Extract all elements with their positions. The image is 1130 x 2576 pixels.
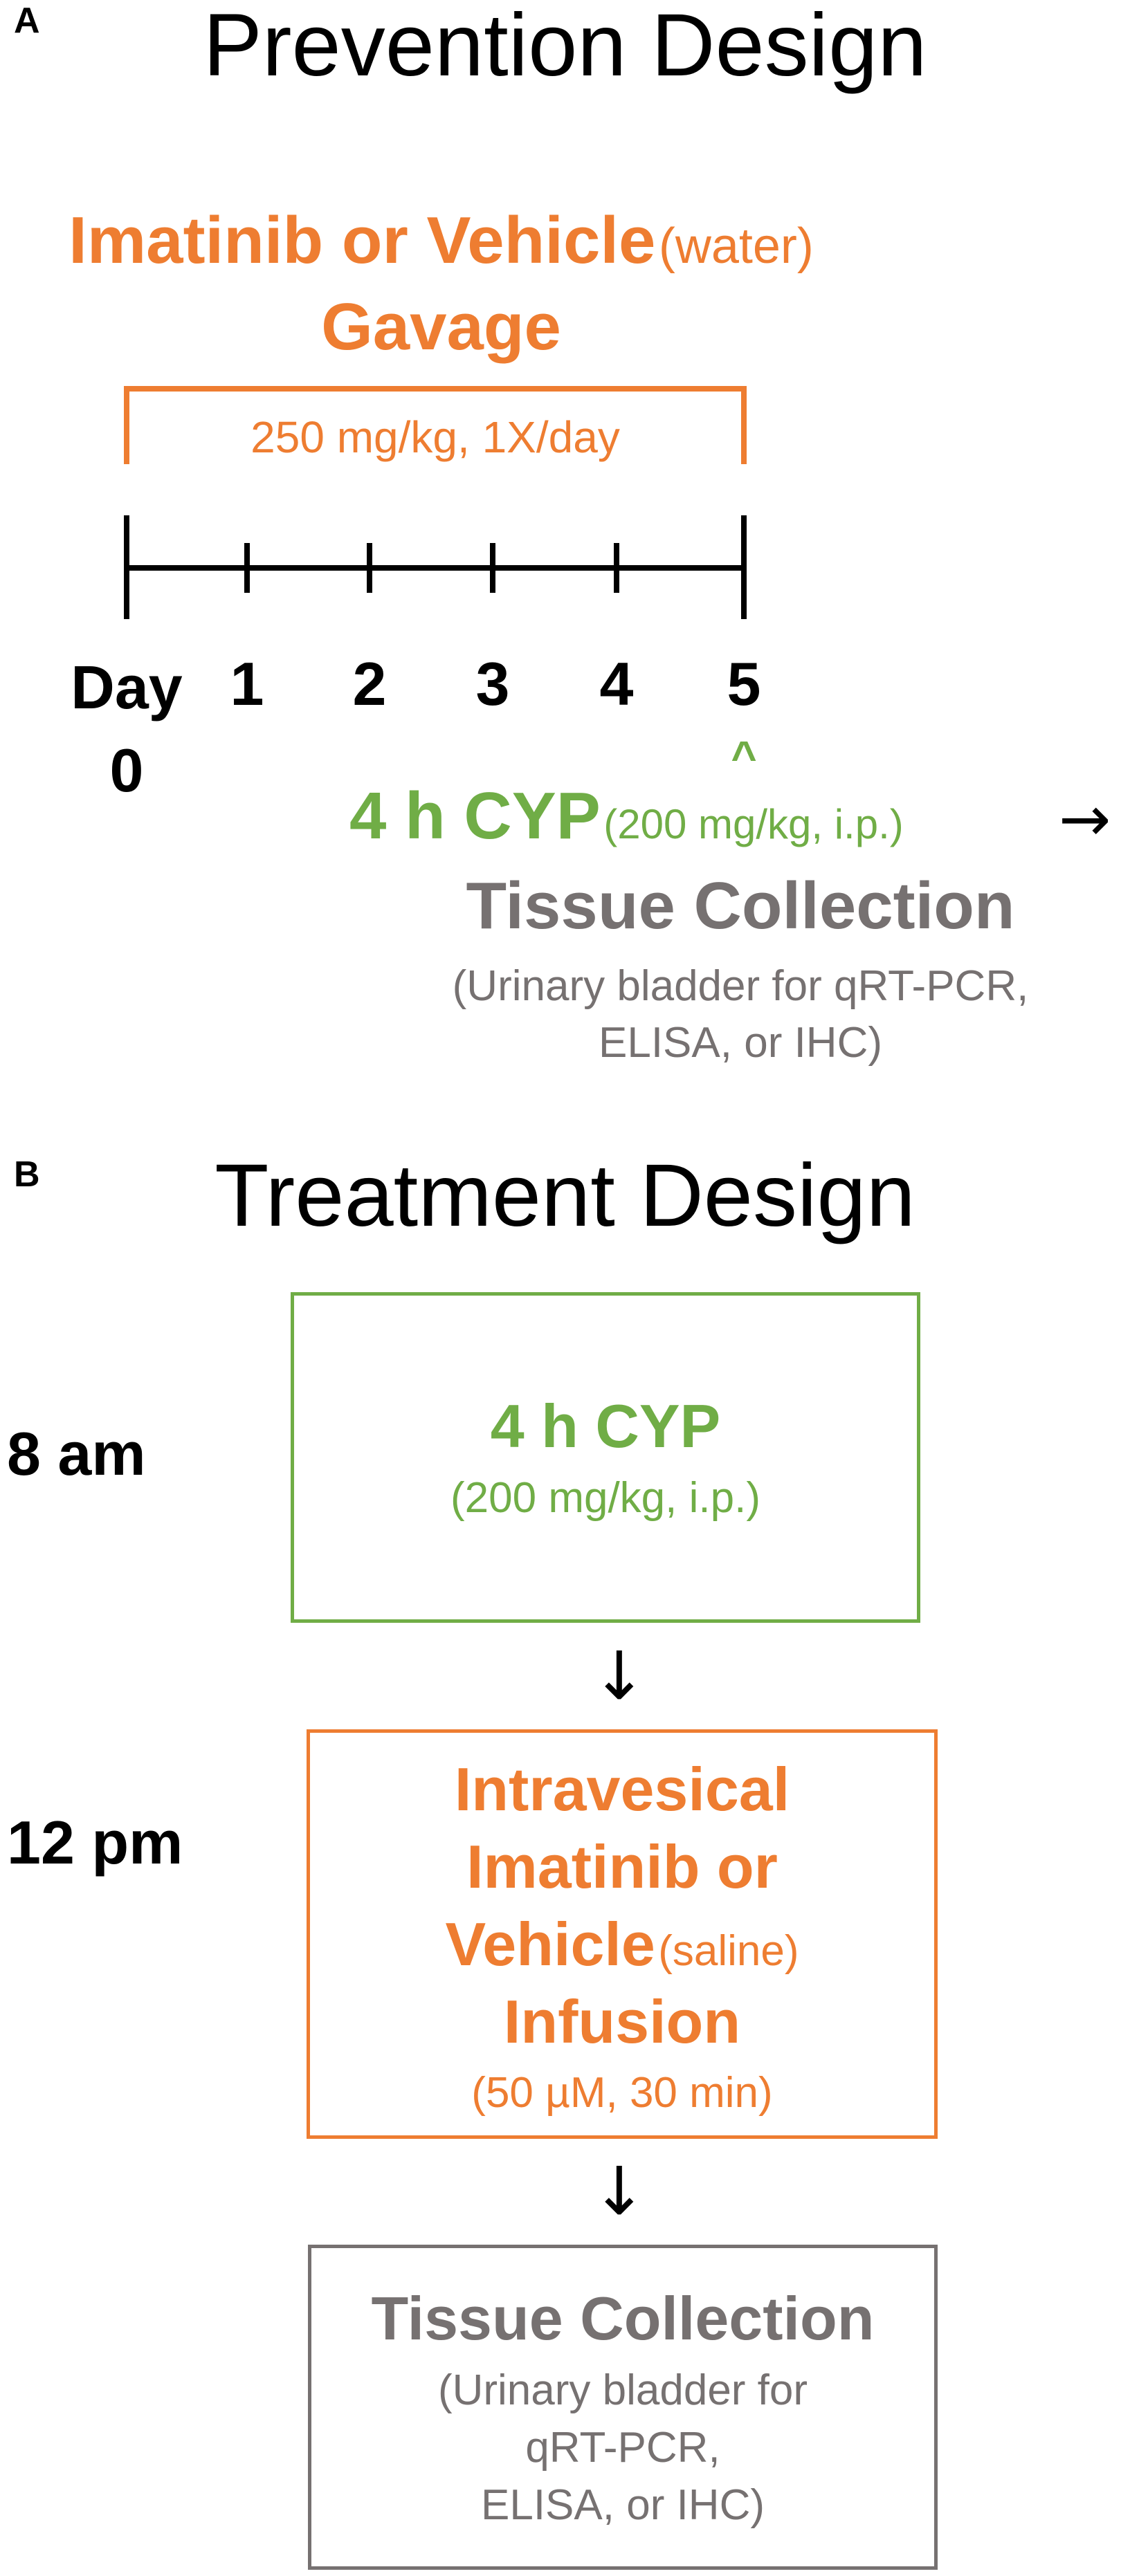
cyp-box-title: 4 h CYP xyxy=(490,1392,721,1460)
tissue-collection-b-line2: qRT-PCR, xyxy=(525,2424,720,2472)
cyp-box: 4 h CYP (200 mg/kg, i.p.) xyxy=(291,1292,920,1623)
time-12pm: 12 pm xyxy=(7,1808,183,1877)
drug-line: Imatinib or Vehicle (water) xyxy=(0,208,882,274)
panel-b-letter: B xyxy=(14,1154,40,1195)
drug-vehicle-note: (water) xyxy=(658,219,814,274)
day-0-label: 0 xyxy=(109,736,144,804)
panel-a-title: Prevention Design xyxy=(203,0,927,95)
infusion-vehicle: Vehicle xyxy=(445,1910,655,1978)
infusion-sub: (50 µM, 30 min) xyxy=(471,2069,773,2117)
day-2-label: 2 xyxy=(352,650,387,718)
dosing-bracket xyxy=(124,386,747,464)
cyp-label-a: 4 h CYP xyxy=(349,779,601,853)
infusion-line1: Intravesical xyxy=(454,1755,790,1823)
day-5-label: 5 xyxy=(727,650,761,718)
cyp-box-sub: (200 mg/kg, i.p.) xyxy=(450,1474,760,1522)
tissue-collection-b-line1: (Urinary bladder for xyxy=(437,2366,808,2414)
timeline-diagram xyxy=(124,386,747,619)
infusion-vehicle-note: (saline) xyxy=(658,1927,799,1975)
day-3-label: 3 xyxy=(475,650,510,718)
panel-a-letter: A xyxy=(14,1,40,41)
day-1-label: 1 xyxy=(230,650,264,718)
drug-name: Imatinib or Vehicle xyxy=(69,203,656,277)
cyp-line-a: 4 h CYP (200 mg/kg, i.p.) xyxy=(349,783,904,849)
down-arrow-icon-1: ↓ xyxy=(591,1637,648,1715)
panel-b-title: Treatment Design xyxy=(215,1146,915,1245)
day-4-label: 4 xyxy=(599,650,634,718)
tissue-collection-note-a-line1: (Urinary bladder for qRT-PCR, xyxy=(452,962,1029,1010)
down-arrow-icon-2: ↓ xyxy=(591,2153,648,2230)
infusion-line2: Imatinib or xyxy=(466,1832,778,1901)
time-8am: 8 am xyxy=(7,1419,146,1488)
dose-regimen: 250 mg/kg, 1X/day xyxy=(250,412,620,462)
tissue-collection-note-a-line2: ELISA, or IHC) xyxy=(599,1019,882,1067)
tissue-collection-box: Tissue Collection (Urinary bladder for q… xyxy=(308,2245,938,2570)
tissue-collection-title-b: Tissue Collection xyxy=(371,2284,875,2353)
tissue-collection-b-line3: ELISA, or IHC) xyxy=(481,2481,765,2529)
right-arrow-icon: → xyxy=(1059,783,1111,856)
day-label: Day xyxy=(71,653,183,721)
infusion-line4: Infusion xyxy=(503,1987,741,2056)
cyp-dose-a: (200 mg/kg, i.p.) xyxy=(603,801,904,847)
tissue-collection-title-a: Tissue Collection xyxy=(466,869,1015,943)
route-label: Gavage xyxy=(321,290,561,364)
imatinib-infusion-box: Intravesical Imatinib or Vehicle (saline… xyxy=(307,1729,938,2139)
infusion-line3: Vehicle (saline) xyxy=(310,1914,934,1975)
day-5-caret: ^ xyxy=(731,732,757,782)
